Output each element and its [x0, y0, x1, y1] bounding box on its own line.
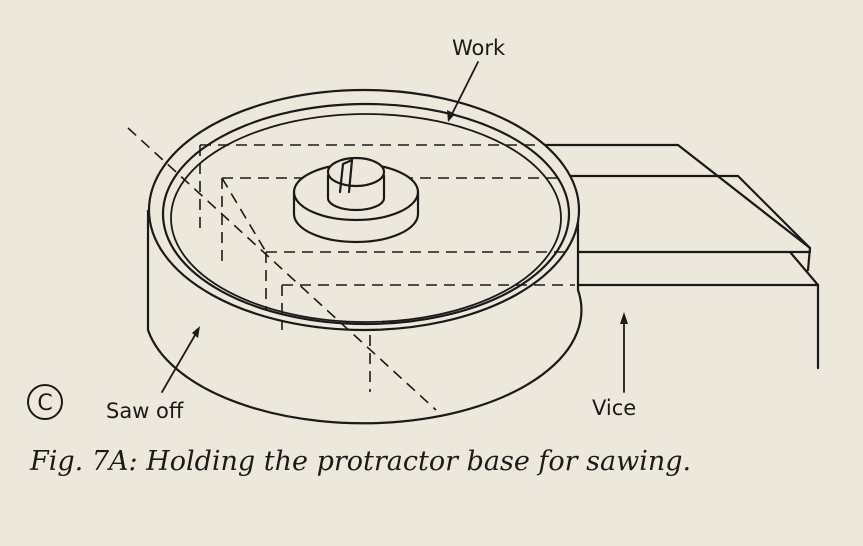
screw-head [326, 156, 386, 188]
work-inner-rim [161, 102, 571, 326]
copyright-mark: C [27, 384, 63, 420]
label-work: Work [452, 36, 506, 60]
vice-upper-jaw [538, 143, 812, 272]
vice-jaw-edge [788, 250, 820, 287]
vice-lower-jaw-face [573, 283, 820, 370]
saw-off-leader [161, 329, 199, 393]
saw-cut-line [127, 127, 437, 411]
label-vice: Vice [592, 396, 636, 420]
figure-caption: Fig. 7A: Holding the protractor base for… [30, 446, 692, 477]
copyright-symbol: C [37, 391, 52, 416]
vice [538, 143, 820, 370]
screw-slot [338, 158, 354, 194]
work-inner-rim-2 [170, 113, 562, 323]
label-saw-off: Saw off [106, 399, 184, 423]
hidden-lines [127, 127, 575, 411]
leaders [161, 61, 628, 393]
vice-lower-jaw [558, 174, 812, 250]
work-leader [449, 61, 479, 119]
central-boss [292, 156, 420, 244]
work-piece [146, 88, 583, 425]
